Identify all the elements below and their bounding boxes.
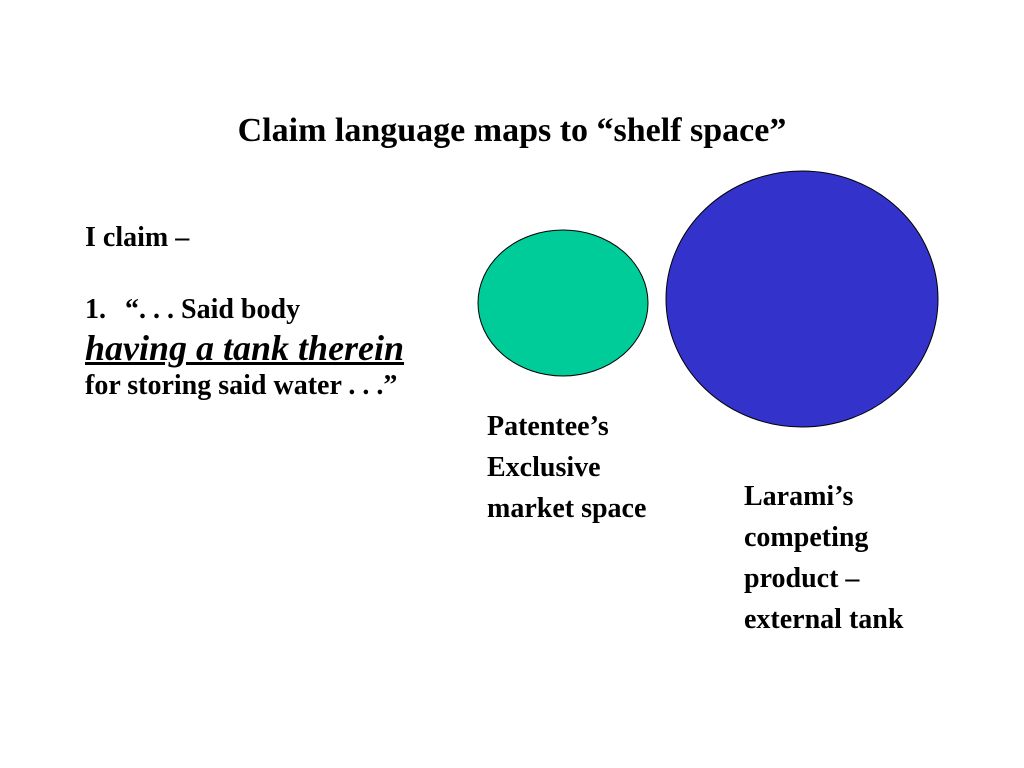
claim-emphasis: having a tank therein bbox=[85, 328, 405, 368]
claim-block: I claim – 1. “. . . Said body having a ta… bbox=[85, 222, 405, 402]
patentee-label: Patentee’s Exclusive market space bbox=[487, 406, 646, 529]
claim-number: 1. bbox=[85, 294, 106, 325]
patentee-label-line: Patentee’s bbox=[487, 411, 609, 442]
claim-body: 1. “. . . Said body having a tank therein… bbox=[85, 294, 405, 402]
patentee-label-line: Exclusive bbox=[487, 452, 601, 483]
larami-label-line: product – bbox=[744, 563, 860, 594]
larami-label-line: competing bbox=[744, 522, 869, 553]
larami-label-line: Larami’s bbox=[744, 481, 854, 512]
larami-circle bbox=[665, 170, 939, 428]
larami-label-line: external tank bbox=[744, 604, 904, 635]
patentee-label-line: market space bbox=[487, 493, 647, 524]
slide-title: Claim language maps to “shelf space” bbox=[237, 112, 787, 149]
larami-label: Larami’s competing product – external ta… bbox=[744, 476, 903, 640]
patentee-circle bbox=[477, 229, 649, 377]
claim-heading: I claim – bbox=[85, 222, 190, 253]
claim-text-after: for storing said water . . .” bbox=[85, 370, 398, 401]
claim-text-before: “. . . Said body bbox=[125, 294, 301, 325]
